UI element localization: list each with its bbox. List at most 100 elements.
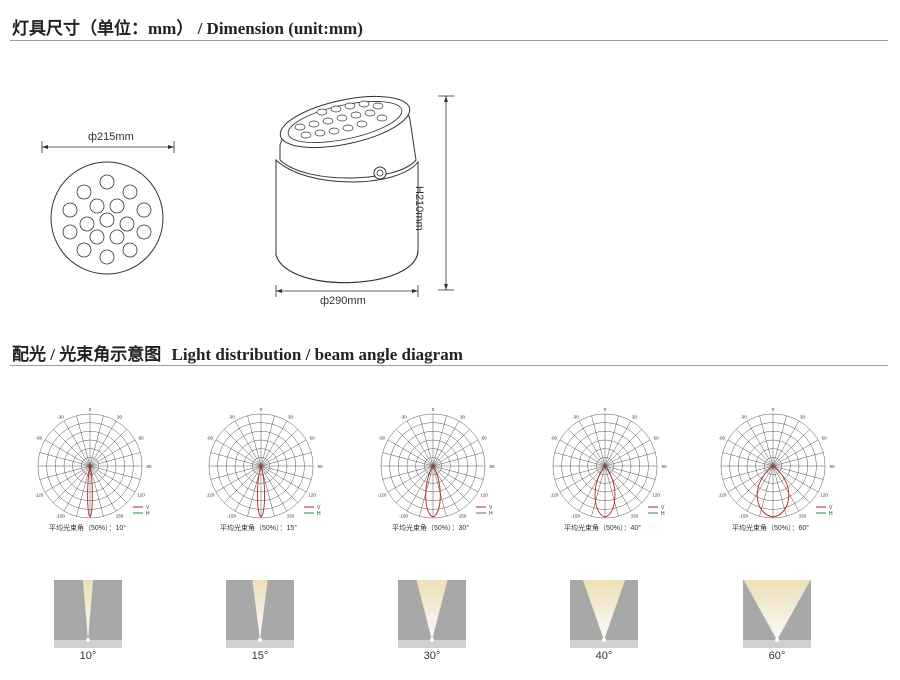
legend-h-label: H bbox=[829, 511, 833, 517]
legend-v-label: V bbox=[489, 505, 493, 511]
polar-tick-label: 120 bbox=[652, 493, 660, 498]
beam-curve bbox=[256, 464, 266, 518]
polar-tick-label: -/+180 bbox=[255, 521, 268, 522]
top-view-drawing: ф215mm bbox=[40, 130, 180, 285]
dimension-title-en: / Dimension (unit:mm) bbox=[197, 19, 363, 38]
polar-tick-label: 150 bbox=[116, 513, 124, 518]
beam-curve bbox=[594, 465, 616, 518]
legend-v-label: V bbox=[317, 505, 321, 511]
side-view-drawing: ф290mm H210mm bbox=[268, 90, 468, 310]
polar-tick-label: 0 bbox=[89, 407, 92, 412]
polar-tick-label: -60 bbox=[379, 436, 386, 441]
polar-tick-label: -30 bbox=[572, 415, 579, 420]
beam-cone-30 bbox=[398, 580, 466, 648]
legend-v-label: V bbox=[829, 505, 833, 511]
polar-tick-label: 30 bbox=[460, 415, 466, 420]
polar-tick-label: 150 bbox=[799, 513, 807, 518]
polar-tick-label: -/+180 bbox=[427, 521, 440, 522]
beam-angle-caption: 平均光束角（50%）：15° bbox=[220, 525, 298, 532]
polar-tick-label: -150 bbox=[56, 513, 66, 518]
polar-tick-label: 150 bbox=[459, 513, 467, 518]
light-cone bbox=[416, 580, 448, 640]
beam-curve bbox=[87, 465, 93, 518]
section-divider bbox=[10, 365, 888, 366]
polar-tick-label: 60 bbox=[482, 436, 488, 441]
beam-angle-caption: 平均光束角（50%）：60° bbox=[732, 525, 810, 532]
polar-tick-label: -/+180 bbox=[599, 521, 612, 522]
polar-tick-label: 90 bbox=[829, 464, 835, 469]
polar-tick-label: 0 bbox=[260, 407, 263, 412]
light-title-en: Light distribution / beam angle diagram bbox=[171, 345, 463, 364]
beam-curve bbox=[425, 465, 441, 518]
legend-h-label: H bbox=[146, 511, 150, 517]
polar-tick-label: -60 bbox=[719, 436, 726, 441]
polar-tick-label: 0 bbox=[432, 407, 435, 412]
beam-angle-label: 15° bbox=[251, 650, 269, 662]
polar-tick-label: -/+180 bbox=[767, 521, 780, 522]
beam-cone-15 bbox=[226, 580, 294, 648]
polar-tick-label: -120 bbox=[550, 493, 559, 498]
beam-angle-caption: 平均光束角（50%）：10° bbox=[49, 525, 127, 532]
polar-tick-label: 0 bbox=[772, 407, 775, 412]
beam-curve bbox=[756, 465, 790, 518]
legend-v-label: V bbox=[146, 505, 150, 511]
top-view-diameter-label: ф215mm bbox=[88, 131, 134, 143]
polar-tick-label: 90 bbox=[146, 464, 152, 469]
light-cone bbox=[82, 580, 94, 640]
polar-tick-label: 60 bbox=[822, 436, 828, 441]
polar-tick-label: -120 bbox=[206, 493, 215, 498]
dimension-title-cn: 灯具尺寸（单位：mm） bbox=[12, 19, 194, 38]
polar-tick-label: 90 bbox=[489, 464, 495, 469]
polar-tick-label: 90 bbox=[317, 464, 323, 469]
polar-tick-label: 120 bbox=[308, 493, 316, 498]
side-view-width-label: ф290mm bbox=[320, 295, 366, 307]
beam-cone-60 bbox=[743, 580, 811, 648]
polar-tick-label: -120 bbox=[35, 493, 44, 498]
polar-tick-label: -150 bbox=[739, 513, 749, 518]
section-divider bbox=[10, 40, 888, 41]
light-cone bbox=[743, 580, 811, 640]
light-title-cn: 配光 / 光束角示意图 bbox=[12, 345, 162, 364]
beam-angle-label: 30° bbox=[423, 650, 441, 662]
legend-h-label: H bbox=[489, 511, 493, 517]
beam-angle-caption: 平均光束角（50%）：40° bbox=[564, 525, 642, 532]
polar-tick-label: 150 bbox=[631, 513, 639, 518]
polar-tick-label: 150 bbox=[287, 513, 295, 518]
polar-tick-label: 120 bbox=[480, 493, 488, 498]
polar-tick-label: -150 bbox=[227, 513, 237, 518]
light-cone bbox=[252, 580, 268, 640]
polar-tick-label: 60 bbox=[654, 436, 660, 441]
polar-tick-label: -30 bbox=[228, 415, 235, 420]
beam-cone-40 bbox=[570, 580, 638, 648]
legend-v-label: V bbox=[661, 505, 665, 511]
polar-tick-label: 30 bbox=[288, 415, 294, 420]
polar-tick-label: 60 bbox=[310, 436, 316, 441]
light-section-title: 配光 / 光束角示意图 Light distribution / beam an… bbox=[12, 340, 463, 365]
polar-tick-label: -30 bbox=[400, 415, 407, 420]
polar-tick-label: -150 bbox=[399, 513, 409, 518]
polar-tick-label: -120 bbox=[718, 493, 727, 498]
legend-h-label: H bbox=[317, 511, 321, 517]
polar-tick-label: -60 bbox=[207, 436, 214, 441]
dimension-section-title: 灯具尺寸（单位：mm） / Dimension (unit:mm) bbox=[12, 14, 363, 39]
light-cone bbox=[582, 580, 626, 640]
polar-tick-label: -120 bbox=[378, 493, 387, 498]
polar-tick-label: -150 bbox=[571, 513, 581, 518]
polar-tick-label: 120 bbox=[820, 493, 828, 498]
polar-tick-label: 30 bbox=[117, 415, 123, 420]
polar-tick-label: 120 bbox=[137, 493, 145, 498]
side-view-height-label: H210mm bbox=[413, 186, 425, 231]
polar-tick-label: -60 bbox=[551, 436, 558, 441]
polar-tick-label: -/+180 bbox=[84, 521, 97, 522]
polar-tick-label: 30 bbox=[632, 415, 638, 420]
polar-tick-label: 30 bbox=[800, 415, 806, 420]
beam-angle-label: 10° bbox=[79, 650, 97, 662]
